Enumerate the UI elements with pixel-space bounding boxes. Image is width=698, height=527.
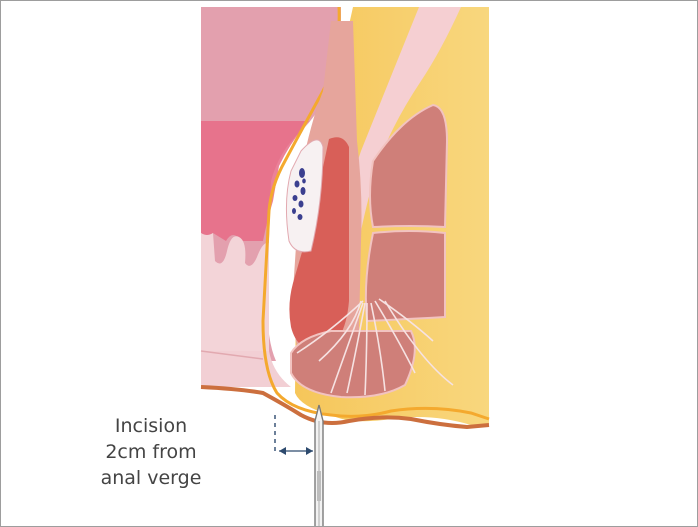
incision-caption: Incision 2cm from anal verge xyxy=(81,413,221,491)
caption-line-1: Incision xyxy=(81,413,221,439)
needle-icon xyxy=(315,405,323,527)
caption-line-3: anal verge xyxy=(81,465,221,491)
caption-line-2: 2cm from xyxy=(81,439,221,465)
dimension-marker xyxy=(275,415,313,455)
